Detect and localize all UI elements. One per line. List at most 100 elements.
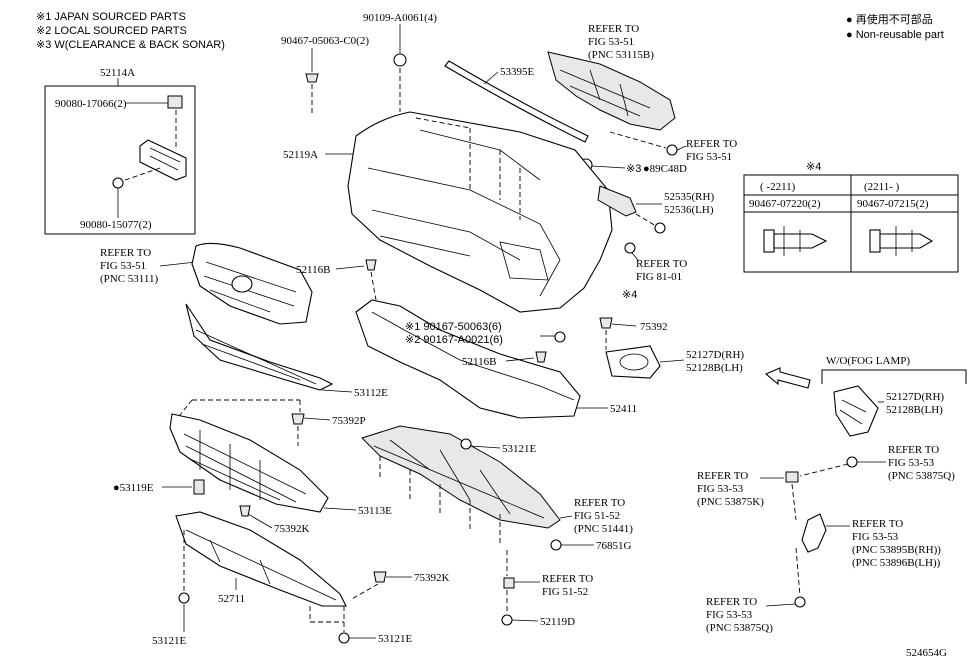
spoiler-52711 bbox=[175, 511, 347, 607]
label-75392K-1[interactable]: 75392K bbox=[274, 523, 310, 535]
clip-75392K-1 bbox=[239, 505, 251, 517]
bracket-52535-52536 bbox=[597, 185, 637, 217]
block-53119E bbox=[193, 479, 205, 495]
ref-53875Q-line2[interactable]: FIG 53-53 bbox=[888, 457, 935, 469]
ref-53875Q-b-line2[interactable]: FIG 53-53 bbox=[706, 609, 753, 621]
label-90167-A0021[interactable]: ※2 90167-A0021(6) bbox=[405, 334, 503, 346]
clip-75392-top bbox=[599, 317, 613, 329]
label-90080-17066[interactable]: 90080-17066(2) bbox=[55, 98, 127, 110]
label-53121E-bottom[interactable]: 53121E bbox=[378, 633, 413, 645]
label-52114A[interactable]: 52114A bbox=[100, 67, 135, 79]
label-89C48D[interactable]: ●89C48D bbox=[643, 163, 687, 175]
ref-5152-line1[interactable]: REFER TO bbox=[542, 573, 593, 585]
table-col1-header: ( -2211) bbox=[760, 181, 796, 193]
label-52119D[interactable]: 52119D bbox=[540, 616, 575, 628]
label-89C48D-mark[interactable]: ※3 bbox=[626, 163, 641, 175]
ref-53115B-line3[interactable]: (PNC 53115B) bbox=[588, 49, 654, 61]
ref-53875Q-line1[interactable]: REFER TO bbox=[888, 444, 939, 456]
label-52116B-mid[interactable]: 52116B bbox=[462, 356, 496, 368]
label-52536[interactable]: 52536(LH) bbox=[664, 204, 714, 216]
clip-90467-05063 bbox=[305, 73, 319, 83]
bolt-90080-15077 bbox=[112, 177, 124, 189]
table-col2-header: (2211- ) bbox=[864, 181, 900, 193]
bolt-52119D bbox=[501, 614, 513, 626]
label-52127D-1[interactable]: 52127D(RH) bbox=[686, 349, 744, 361]
bolt-ref-8101 bbox=[624, 242, 636, 254]
ref-53875Q-b-line3[interactable]: (PNC 53875Q) bbox=[706, 622, 773, 634]
label-53395E[interactable]: 53395E bbox=[500, 66, 535, 78]
ref-53111-line1[interactable]: REFER TO bbox=[100, 247, 151, 259]
ref-53111-line2[interactable]: FIG 53-51 bbox=[100, 260, 146, 272]
label-52127D-2[interactable]: 52127D(RH) bbox=[886, 391, 944, 403]
ref-8101-line1[interactable]: REFER TO bbox=[636, 258, 687, 270]
label-90167-50063[interactable]: ※1 90167-50063(6) bbox=[405, 321, 502, 333]
ref-51441-line3[interactable]: (PNC 51441) bbox=[574, 523, 633, 535]
arrow-icon bbox=[764, 367, 811, 389]
ref-5351-line2[interactable]: FIG 53-51 bbox=[686, 151, 732, 163]
label-wo-fog-lamp: W/O(FOG LAMP) bbox=[826, 355, 910, 367]
ref-53875K-line2[interactable]: FIG 53-53 bbox=[697, 483, 744, 495]
ref-53115B-line1[interactable]: REFER TO bbox=[588, 23, 639, 35]
label-75392K-2[interactable]: 75392K bbox=[414, 572, 450, 584]
clip-76851G bbox=[550, 539, 562, 551]
ref-51441-line1[interactable]: REFER TO bbox=[574, 497, 625, 509]
bolt-ref-53875Q bbox=[846, 456, 858, 468]
label-53113E[interactable]: 53113E bbox=[358, 505, 392, 517]
label-90080-15077[interactable]: 90080-15077(2) bbox=[80, 219, 152, 231]
ref-53895-line4[interactable]: (PNC 53896B(LH)) bbox=[852, 557, 941, 569]
ref-53111-line3[interactable]: (PNC 53111) bbox=[100, 273, 158, 285]
ref-53875K-line1[interactable]: REFER TO bbox=[697, 470, 748, 482]
ref-53895-line1[interactable]: REFER TO bbox=[852, 518, 903, 530]
clip-90467-07220-icon bbox=[763, 226, 828, 256]
table-col2-part[interactable]: 90467-07215(2) bbox=[857, 198, 929, 210]
bolt-90109-A0061 bbox=[393, 53, 407, 67]
ref-53895-line3[interactable]: (PNC 53895B(RH)) bbox=[852, 544, 941, 556]
table-col1-part[interactable]: 90467-07220(2) bbox=[749, 198, 821, 210]
label-52411[interactable]: 52411 bbox=[610, 403, 637, 415]
bolt-53121E-bottom bbox=[338, 632, 350, 644]
label-mark4[interactable]: ※4 bbox=[622, 289, 637, 301]
ref-53875K-line3[interactable]: (PNC 53875K) bbox=[697, 496, 764, 508]
ref-53875Q-line3[interactable]: (PNC 53875Q) bbox=[888, 470, 955, 482]
bolt-52535 bbox=[654, 222, 666, 234]
legend-non-reusable-en: ● Non-reusable part bbox=[846, 29, 944, 41]
bolt-ref-5351 bbox=[666, 144, 678, 156]
label-53121E-mid[interactable]: 53121E bbox=[502, 443, 537, 455]
fog-cover-52127D-wo bbox=[833, 385, 879, 437]
label-52711[interactable]: 52711 bbox=[218, 593, 245, 605]
bolt-53121E-mid bbox=[460, 438, 472, 450]
label-53112E[interactable]: 53112E bbox=[354, 387, 388, 399]
bracket-53895B bbox=[801, 513, 827, 553]
label-90109-A0061[interactable]: 90109-A0061(4) bbox=[363, 12, 437, 24]
label-52535[interactable]: 52535(RH) bbox=[664, 191, 714, 203]
legend-non-reusable-jp: ● 再使用不可部品 bbox=[846, 12, 933, 26]
ref-53895-line2[interactable]: FIG 53-53 bbox=[852, 531, 899, 543]
label-75392P[interactable]: 75392P bbox=[332, 415, 366, 427]
bumper-cover-52119A bbox=[347, 111, 613, 313]
bumper-52411 bbox=[355, 299, 581, 419]
clip-90080-17066 bbox=[167, 95, 183, 109]
label-52116B-top[interactable]: 52116B bbox=[296, 264, 330, 276]
ref-5351-line1[interactable]: REFER TO bbox=[686, 138, 737, 150]
label-53121E-left[interactable]: 53121E bbox=[152, 635, 187, 647]
label-75392-top[interactable]: 75392 bbox=[640, 321, 668, 333]
table-marker: ※4 bbox=[806, 161, 821, 173]
label-76851G[interactable]: 76851G bbox=[596, 540, 632, 552]
ref-5152-line2[interactable]: FIG 51-52 bbox=[542, 586, 588, 598]
clip-75392P bbox=[291, 413, 305, 425]
note-local-sourced: ※2 LOCAL SOURCED PARTS bbox=[36, 25, 187, 37]
clip-75392K-2 bbox=[373, 571, 387, 583]
ref-53115B-line2[interactable]: FIG 53-51 bbox=[588, 36, 634, 48]
ref-51441-line2[interactable]: FIG 51-52 bbox=[574, 510, 620, 522]
bolt-ref-53875Q-b bbox=[794, 596, 806, 608]
emblem-icon bbox=[231, 275, 253, 293]
label-52128B-2[interactable]: 52128B(LH) bbox=[886, 404, 943, 416]
label-90467-05063[interactable]: 90467-05063-C0(2) bbox=[281, 35, 369, 47]
ref-53875Q-b-line1[interactable]: REFER TO bbox=[706, 596, 757, 608]
label-53119E[interactable]: ●53119E bbox=[113, 482, 154, 494]
kit-52114A-box bbox=[44, 85, 196, 235]
clip-90467-07215-icon bbox=[869, 226, 934, 256]
label-52119A[interactable]: 52119A bbox=[283, 149, 318, 161]
label-52128B-1[interactable]: 52128B(LH) bbox=[686, 362, 743, 374]
ref-8101-line2[interactable]: FIG 81-01 bbox=[636, 271, 682, 283]
